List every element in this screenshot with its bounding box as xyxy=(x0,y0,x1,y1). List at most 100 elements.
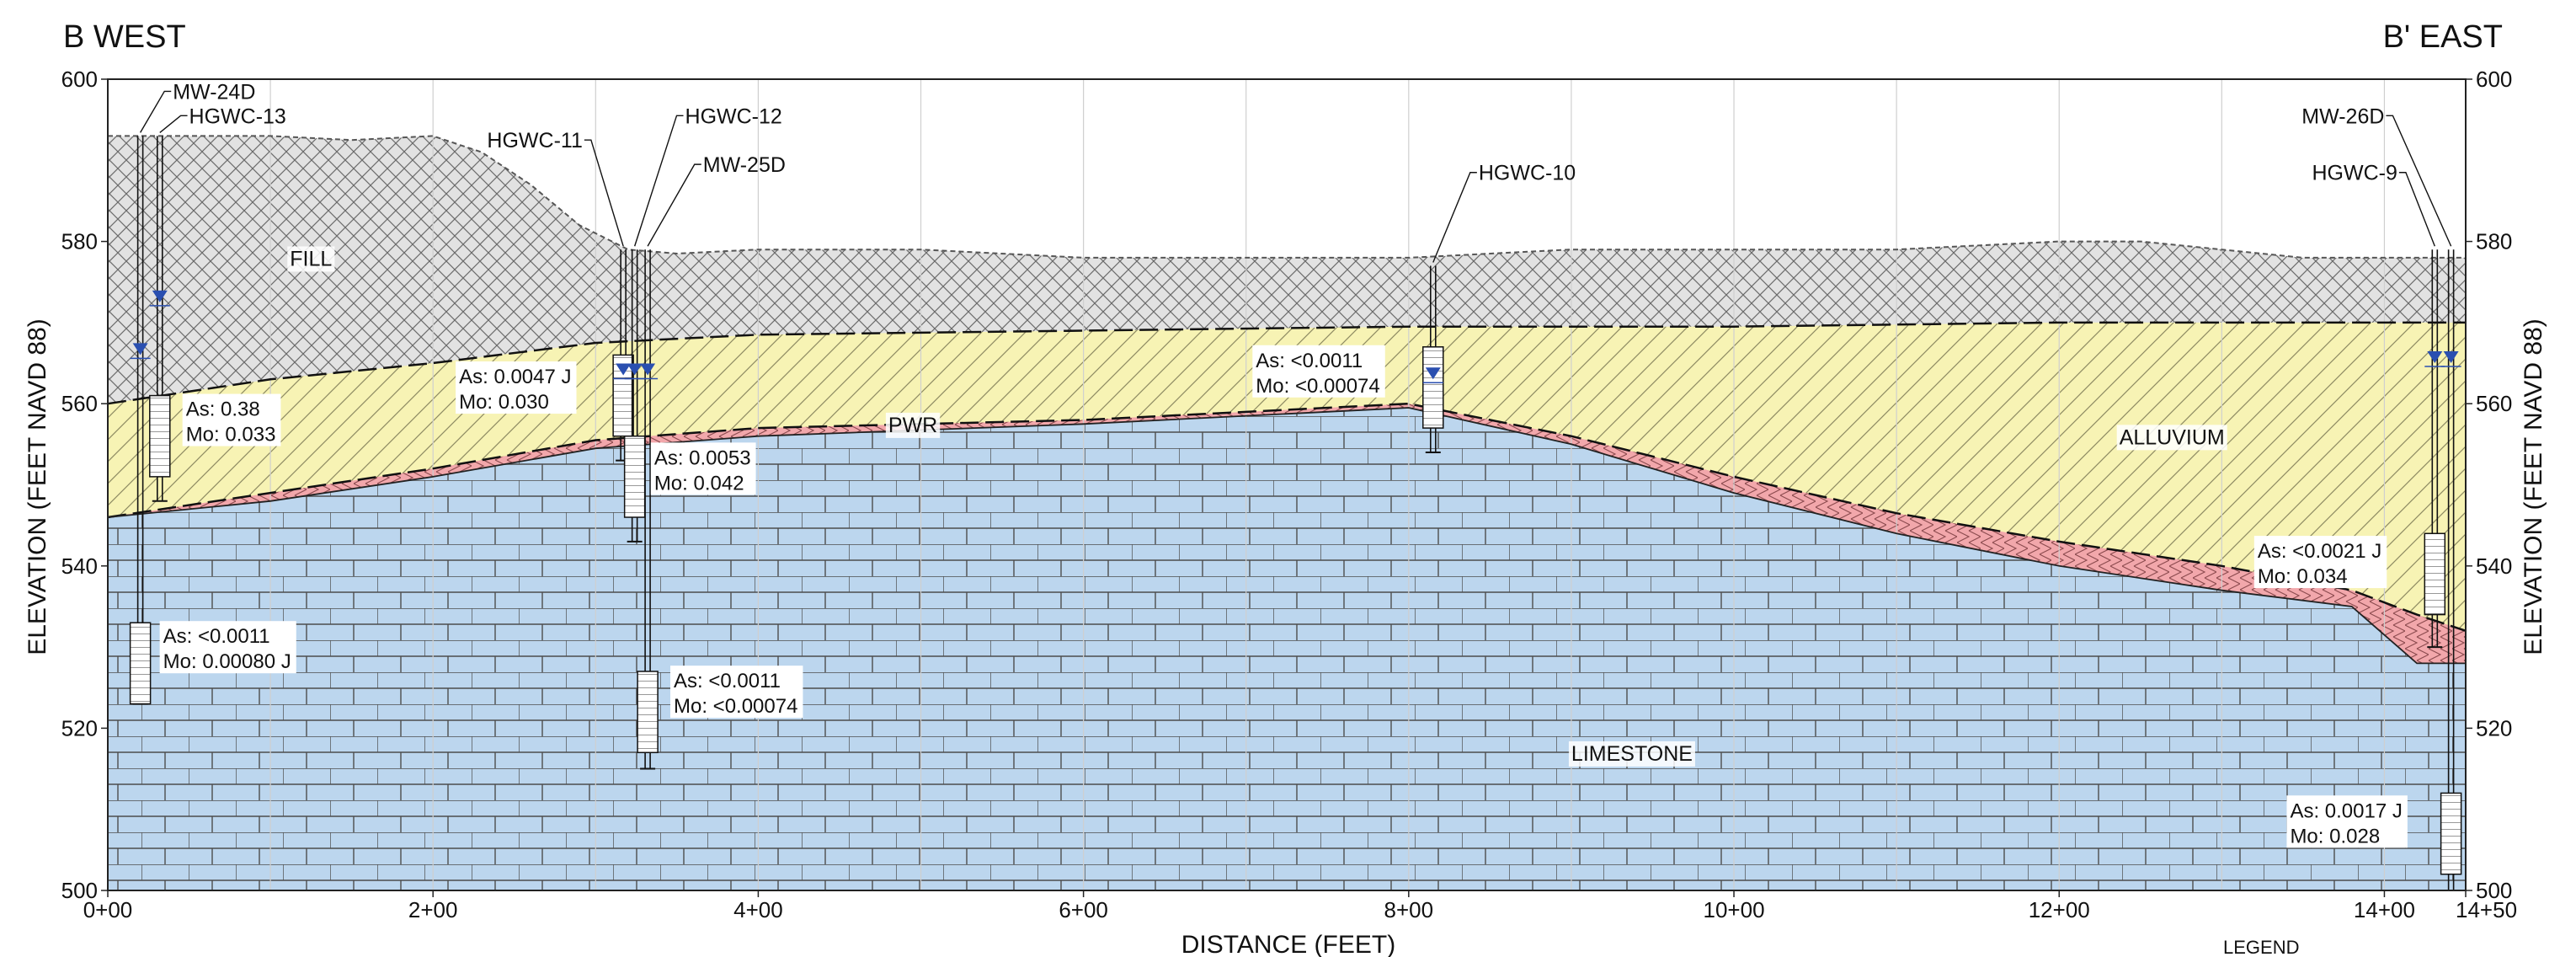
unit-label-alluvium: ALLUVIUM xyxy=(2120,425,2225,449)
water-level-icon xyxy=(640,363,656,376)
result-background xyxy=(670,666,803,719)
x-tick-label: 14+00 xyxy=(2354,897,2415,922)
water-level-icon xyxy=(2427,351,2443,364)
result-background xyxy=(2253,536,2387,589)
y-tick-label-left: 600 xyxy=(61,67,98,92)
well-label: HGWC-13 xyxy=(189,104,286,128)
arsenic-result: As: <0.0011 xyxy=(163,625,270,648)
molybdenum-result: Mo: 0.00080 J xyxy=(163,650,291,673)
result-background xyxy=(2286,795,2408,848)
arsenic-result: As: 0.0053 xyxy=(654,446,751,469)
unit-label-background xyxy=(2116,425,2227,451)
well-leader-line xyxy=(1432,172,1477,263)
well-screen xyxy=(129,622,152,705)
well-label: MW-26D xyxy=(2301,104,2384,128)
x-tick-label: 14+50 xyxy=(2456,897,2517,922)
water-level-icon xyxy=(132,343,148,356)
water-level-icon xyxy=(627,363,643,376)
well-mw-26d[interactable]: MW-26D xyxy=(2301,104,2462,891)
y-tick-label-right: 600 xyxy=(2476,67,2512,92)
well-hgwc-13[interactable]: HGWC-13 xyxy=(149,104,286,502)
arsenic-result: As: 0.38 xyxy=(186,398,260,421)
molybdenum-result: Mo: <0.00074 xyxy=(674,695,797,718)
result-background xyxy=(159,621,296,674)
x-tick-label: 12+00 xyxy=(2029,897,2090,922)
x-tick-label: 2+00 xyxy=(408,897,458,922)
arsenic-result: As: <0.0011 xyxy=(1256,350,1363,372)
molybdenum-result: Mo: 0.030 xyxy=(459,391,549,414)
well-leader-line xyxy=(2386,115,2452,247)
y-tick-label-right: 560 xyxy=(2476,391,2512,416)
well-leader-line xyxy=(140,90,172,133)
arsenic-result: As: <0.0011 xyxy=(674,670,781,692)
result-background xyxy=(456,361,577,414)
well-mw-25d[interactable]: MW-25D xyxy=(637,153,786,770)
well-label: HGWC-10 xyxy=(1479,162,1576,185)
y-tick-label-left: 560 xyxy=(61,391,98,416)
well-leader-line xyxy=(159,115,188,133)
sample-result-box: As: <0.0021 JMo: 0.034 xyxy=(2253,536,2387,589)
plot-frame xyxy=(107,78,2467,891)
water-level-icon xyxy=(2443,351,2459,364)
sample-result-box: As: 0.0047 J Mo: 0.030 xyxy=(456,361,577,414)
x-tick-label: 10+00 xyxy=(1704,897,1765,922)
section-title-west: B WEST xyxy=(63,19,186,55)
arsenic-result: As: 0.0047 J xyxy=(459,366,571,388)
molybdenum-result: Mo: 0.028 xyxy=(2290,825,2380,847)
y-tick-label-right: 500 xyxy=(2476,878,2512,903)
fill-alluvium-contact xyxy=(107,321,2466,405)
well-screen xyxy=(149,394,171,478)
water-level-icon xyxy=(1425,367,1441,380)
y-axis-label-right: ELEVATION (FEET NAVD 88) xyxy=(2520,318,2547,655)
result-background xyxy=(1252,345,1385,398)
section-title-east: B' EAST xyxy=(2383,19,2503,55)
result-background xyxy=(182,393,281,446)
unit-label-background xyxy=(287,246,335,272)
limestone-layer xyxy=(108,408,2466,890)
y-tick-label-left: 540 xyxy=(61,553,98,579)
unit-label-background xyxy=(1568,740,1695,767)
well-hgwc-9[interactable]: HGWC-9 xyxy=(2312,162,2446,649)
y-tick-label-left: 580 xyxy=(61,229,98,254)
molybdenum-result: Mo: <0.00074 xyxy=(1256,375,1379,398)
legend-label: LEGEND xyxy=(2223,937,2299,957)
water-level-icon xyxy=(616,363,632,376)
x-tick-label: 4+00 xyxy=(733,897,783,922)
y-tick-label-left: 520 xyxy=(61,715,98,740)
y-tick-label-right: 520 xyxy=(2476,715,2512,740)
molybdenum-result: Mo: 0.033 xyxy=(186,424,276,446)
sky-area xyxy=(108,79,2466,258)
sample-result-box: As: 0.0017 J Mo: 0.028 xyxy=(2286,795,2408,848)
well-label: HGWC-11 xyxy=(487,129,582,152)
well-mw-24d[interactable]: MW-24D xyxy=(129,80,256,705)
well-screen xyxy=(2440,792,2462,875)
well-screen xyxy=(623,435,646,518)
molybdenum-result: Mo: 0.042 xyxy=(654,472,744,495)
arsenic-result: As: 0.0017 J xyxy=(2290,799,2402,822)
well-hgwc-11[interactable]: HGWC-11 xyxy=(487,129,634,462)
unit-label-fill: FILL xyxy=(290,247,332,270)
y-tick-label-left: 500 xyxy=(61,878,98,903)
x-tick-label: 6+00 xyxy=(1059,897,1108,922)
well-leader-line xyxy=(2398,172,2435,247)
well-leader-line xyxy=(633,115,684,247)
unit-label-background xyxy=(885,412,941,438)
well-label: HGWC-12 xyxy=(685,104,782,128)
water-level-icon xyxy=(152,290,168,302)
arsenic-result: As: <0.0021 J xyxy=(2258,540,2381,563)
well-screen xyxy=(637,671,659,754)
well-label: MW-25D xyxy=(703,153,786,177)
y-tick-label-right: 540 xyxy=(2476,553,2512,579)
strata xyxy=(107,79,2466,890)
well-hgwc-12[interactable]: HGWC-12 xyxy=(623,104,782,543)
well-hgwc-10[interactable]: HGWC-10 xyxy=(1422,162,1576,453)
pwr-limestone-contact xyxy=(107,407,2466,665)
